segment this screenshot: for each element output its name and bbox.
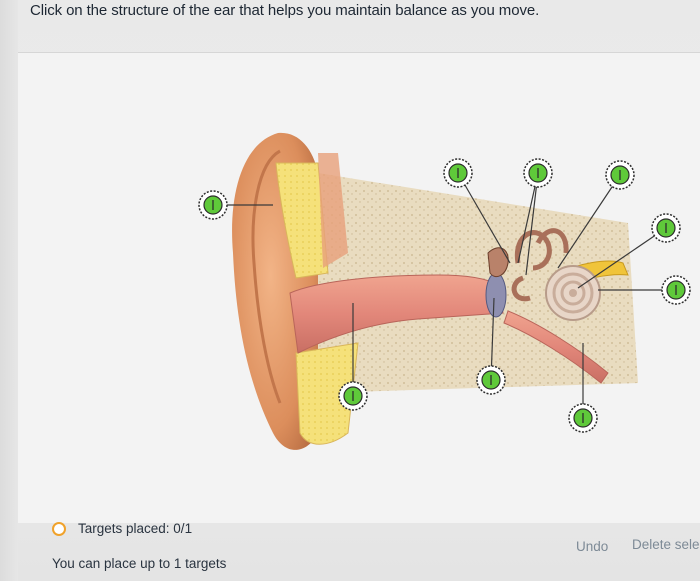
cochlea <box>545 265 601 321</box>
pinna-fold <box>251 149 282 404</box>
lower-cartilage <box>295 342 359 445</box>
upper-cartilage <box>275 162 329 279</box>
targets-status: Targets placed: 0/1 <box>52 521 192 536</box>
semicircular-canals <box>511 228 569 302</box>
target-marker-eustachian-tube[interactable] <box>568 403 598 433</box>
targets-hint: You can place up to 1 targets <box>52 556 227 571</box>
diagram-panel <box>18 52 700 523</box>
target-marker-cochlea[interactable] <box>661 275 691 305</box>
target-marker-eardrum[interactable] <box>476 365 506 395</box>
target-marker-outer-ear[interactable] <box>198 190 228 220</box>
targets-placed-label: Targets placed: 0/1 <box>78 521 193 536</box>
target-marker-ear-canal[interactable] <box>338 381 368 411</box>
status-ring-icon <box>52 521 66 536</box>
target-marker-vestibule[interactable] <box>605 160 635 190</box>
ear-diagram <box>198 132 691 450</box>
ossicles <box>487 247 509 278</box>
leader-lines <box>225 172 676 415</box>
delete-clip: Delete selected <box>632 536 700 560</box>
target-marker-auditory-nerve[interactable] <box>651 213 681 243</box>
left-margin <box>0 0 18 581</box>
question-prompt: Click on the structure of the ear that h… <box>30 2 540 19</box>
target-marker-ossicles[interactable] <box>443 158 473 188</box>
target-marker-semicircular-canals[interactable] <box>523 158 553 188</box>
eustachian-tube <box>503 310 609 384</box>
canal-wall-upper <box>318 153 348 268</box>
undo-button[interactable]: Undo <box>576 539 609 554</box>
ear-canal <box>289 274 504 354</box>
eardrum <box>485 272 507 318</box>
delete-selected-button[interactable]: Delete selected <box>632 537 700 552</box>
